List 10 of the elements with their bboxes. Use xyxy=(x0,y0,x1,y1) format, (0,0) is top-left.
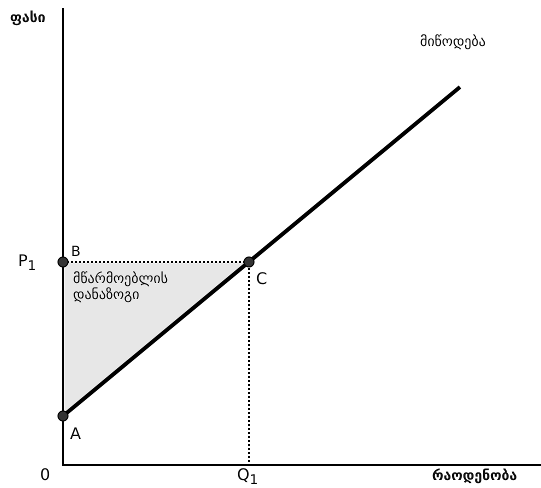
point-label: C xyxy=(256,270,268,288)
axis-title: ფასი xyxy=(10,10,46,26)
curve-label: მიწოდება xyxy=(420,34,486,50)
point-label: B xyxy=(71,244,81,260)
axis-title: რაოდენობა xyxy=(432,468,518,484)
axis-tick-label: Q$_{1}$ xyxy=(237,466,258,488)
axis-tick-label: P$_{1}$ xyxy=(18,252,36,274)
point-label: A xyxy=(70,425,81,444)
axis-tick-label: 0 xyxy=(40,466,50,484)
area-label: მწარმოებლის დანაზოგი xyxy=(73,271,169,304)
